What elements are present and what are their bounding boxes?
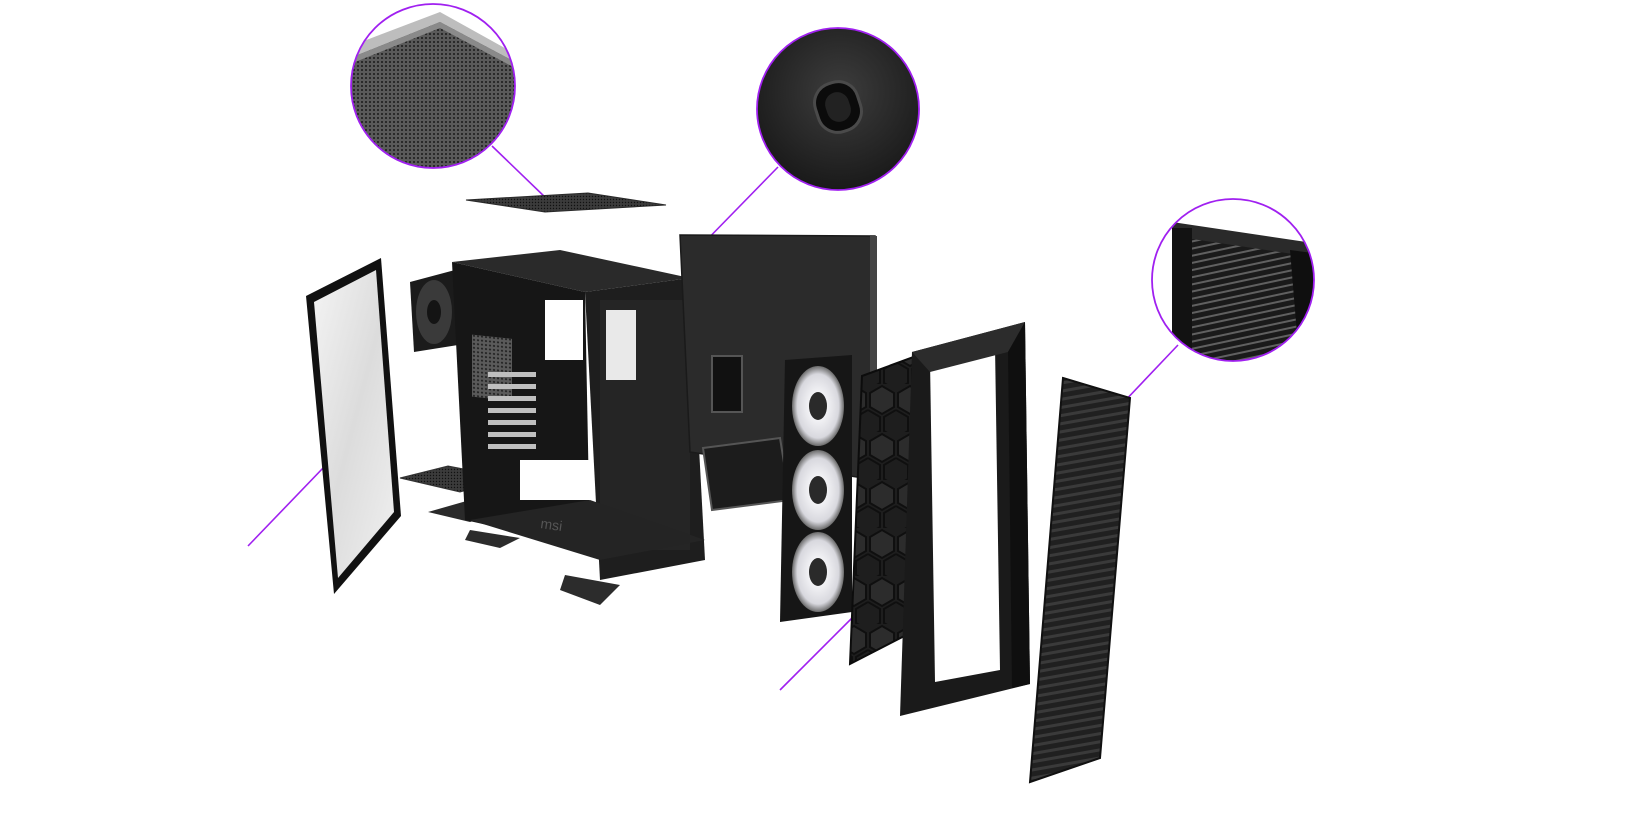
- drive-bracket: [711, 355, 743, 413]
- chassis-foot-front: [560, 575, 620, 605]
- front-fan-array: [780, 355, 852, 622]
- front-fan-2: [792, 450, 844, 530]
- front-fan-1: [792, 366, 844, 446]
- leader-top-mesh: [491, 145, 549, 201]
- chassis-foot-rear: [465, 530, 520, 548]
- front-fan-3: [792, 532, 844, 612]
- front-vent-panel: [1028, 376, 1132, 784]
- callout-grommet: [756, 27, 920, 191]
- main-chassis: msi: [452, 250, 705, 605]
- front-bezel-frame: [900, 322, 1030, 716]
- hdd-cage: [701, 436, 792, 512]
- top-mesh-filter: [465, 192, 667, 213]
- leader-hex-filter: [779, 604, 866, 691]
- callout-front-vents: [1151, 198, 1315, 362]
- callout-top-mesh: [350, 3, 516, 169]
- tempered-glass-panel: [306, 258, 401, 594]
- rear-fan: [410, 270, 458, 352]
- pci-slots: [488, 372, 536, 449]
- chassis-logo: msi: [540, 515, 564, 534]
